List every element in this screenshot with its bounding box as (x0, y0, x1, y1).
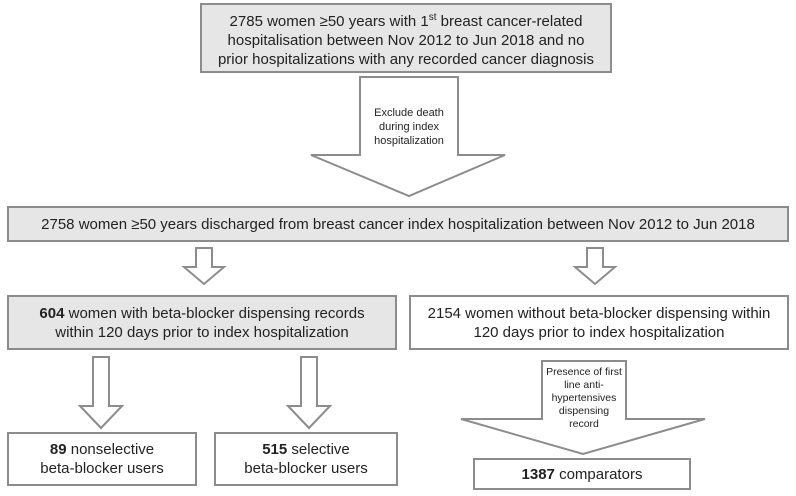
arrow-to-selective (285, 356, 333, 430)
cohort-initial-box: 2785 women ≥50 years with 1st breast can… (200, 3, 612, 73)
selective-line1: selective (287, 441, 350, 458)
comparators-count: 1387 (521, 465, 555, 483)
first-line-arrow (460, 360, 706, 456)
comparators-label: comparators (554, 465, 643, 483)
exclude-label: Exclude death during index hospitalizati… (360, 106, 458, 148)
nonselective-count: 89 (49, 441, 67, 458)
selective-box: 515 selective beta-blocker users (214, 432, 398, 486)
first-line-label-line2: line anti- (564, 379, 604, 391)
arrow-to-no-bb (572, 247, 618, 286)
first-line-label: Presence of first line anti- hypertensiv… (538, 366, 630, 431)
arrow-to-nonselective (77, 356, 125, 430)
first-line-label-line4: dispensing (558, 405, 610, 417)
selective-count: 515 (262, 441, 288, 458)
nonselective-line2: beta-blocker users (40, 460, 164, 477)
nonselective-box: 89 nonselective beta-blocker users (7, 432, 197, 486)
cohort-initial-line3: prior hospitalizations with any recorded… (217, 50, 595, 68)
selective-line2: beta-blocker users (244, 460, 368, 477)
nonselective-line1: nonselective (66, 441, 155, 458)
exclude-label-line1: Exclude death (374, 107, 444, 119)
first-line-label-line5: record (569, 418, 599, 430)
no-bb-line1: 2154 women without beta-blocker dispensi… (427, 304, 771, 322)
cohort-discharged-text: 2758 women ≥50 years discharged from bre… (41, 215, 755, 233)
arrow-to-bb-users (181, 247, 227, 286)
cohort-discharged-box: 2758 women ≥50 years discharged from bre… (7, 206, 789, 242)
bb-users-box: 604 women with beta-blocker dispensing r… (7, 295, 397, 350)
first-line-label-line1: Presence of first (546, 366, 622, 378)
exclude-label-line2: during index (379, 121, 439, 133)
cohort-initial-line2: hospitalisation between Nov 2012 to Jun … (227, 31, 585, 49)
comparators-box: 1387 comparators (473, 458, 691, 490)
first-line-label-line3: hypertensives (551, 392, 617, 404)
cohort-initial-line1-sup: st (428, 11, 437, 23)
exclude-arrow (310, 76, 506, 198)
cohort-initial-line1-pre: 2785 women ≥50 years with 1 (229, 12, 429, 30)
bb-users-line1: women with beta-blocker dispensing recor… (64, 304, 365, 322)
bb-users-line2: within 120 days prior to index hospitali… (55, 323, 349, 341)
no-bb-box: 2154 women without beta-blocker dispensi… (409, 295, 789, 350)
cohort-initial-line1-post: breast cancer-related (436, 12, 583, 30)
bb-users-count: 604 (39, 304, 65, 322)
no-bb-line2: 120 days prior to index hospitalization (473, 323, 725, 341)
exclude-label-line3: hospitalization (374, 135, 444, 147)
